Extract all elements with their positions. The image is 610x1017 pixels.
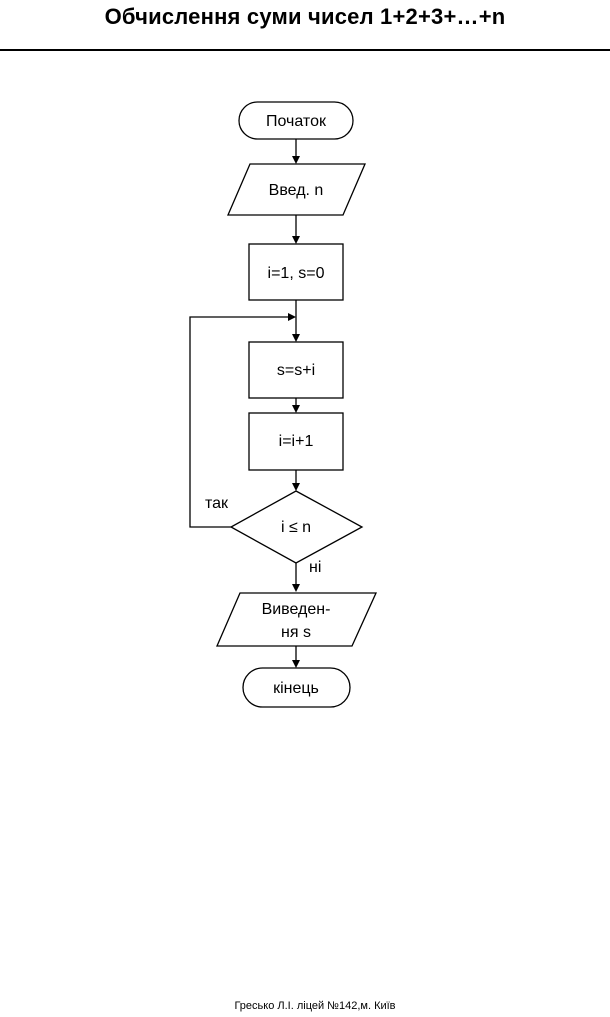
start-label: Початок xyxy=(266,113,327,130)
arrowhead xyxy=(292,236,300,244)
init-process: i=1, s=0 xyxy=(248,243,344,301)
arrowhead xyxy=(292,334,300,342)
arrowhead xyxy=(288,313,296,321)
arrowhead xyxy=(292,660,300,668)
branch-yes-label: так xyxy=(205,495,229,512)
arrowhead xyxy=(292,483,300,491)
page-title: Обчислення суми чисел 1+2+3+…+n xyxy=(104,4,506,29)
init-label: i=1, s=0 xyxy=(268,265,325,282)
end-terminator: кінець xyxy=(242,667,351,708)
output-label-line1: Виведен- xyxy=(262,601,331,618)
condition-decision: i ≤ n xyxy=(229,490,364,564)
start-terminator: Початок xyxy=(238,101,354,140)
loop-back-connector xyxy=(189,316,289,528)
accumulate-process: s=s+i xyxy=(248,341,344,399)
branch-no-label: ні xyxy=(309,559,321,576)
arrowhead xyxy=(292,405,300,413)
accumulate-label: s=s+i xyxy=(277,362,315,379)
page-footer: Гресько Л.І. ліцей №142,м. Київ xyxy=(234,1000,396,1012)
increment-process: i=i+1 xyxy=(248,412,344,471)
output-label-line2: ня s xyxy=(281,624,311,641)
output-block: Виведен- ня s xyxy=(216,592,378,647)
input-label: Введ. n xyxy=(269,182,324,199)
title-divider xyxy=(0,49,610,51)
end-label: кінець xyxy=(273,680,319,697)
arrowhead xyxy=(292,584,300,592)
increment-label: i=i+1 xyxy=(279,433,314,450)
condition-label: i ≤ n xyxy=(281,519,311,536)
flow-connectors xyxy=(189,139,300,668)
arrowhead xyxy=(292,156,300,164)
input-block: Введ. n xyxy=(227,163,366,216)
